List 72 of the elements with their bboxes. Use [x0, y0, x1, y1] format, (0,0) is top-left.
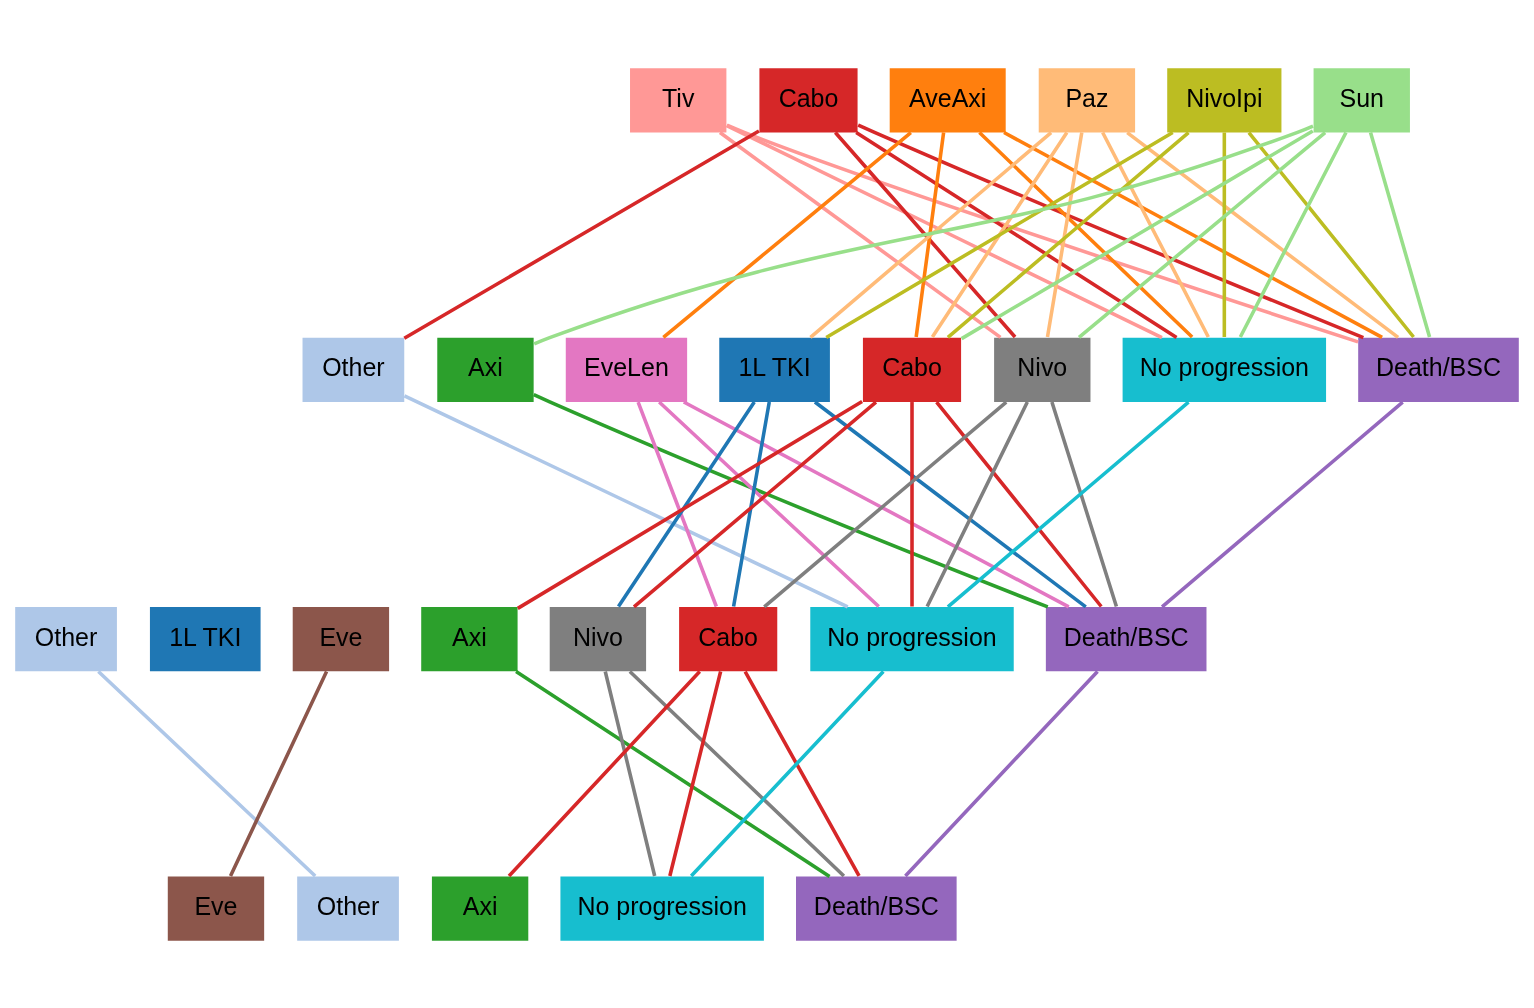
connector — [1238, 131, 1348, 338]
connector — [668, 670, 723, 876]
connector — [1247, 130, 1415, 338]
connector — [1101, 131, 1210, 338]
connector — [636, 400, 718, 607]
connector — [743, 670, 861, 877]
connector — [662, 130, 912, 339]
connector — [1126, 130, 1400, 339]
connector — [910, 401, 914, 606]
node-box: 1L TKI — [719, 337, 830, 402]
node-box: Nivo — [549, 606, 647, 671]
node-box: Cabo — [862, 337, 962, 402]
connector — [228, 670, 329, 877]
node-box: NivoIpi — [1167, 67, 1282, 132]
connector — [97, 669, 317, 877]
connector — [603, 670, 657, 876]
node-box: 1L TKI — [149, 606, 261, 671]
node-box: Axi — [421, 606, 518, 671]
node-box: No progression — [560, 876, 764, 941]
node-box: Axi — [431, 876, 529, 941]
connector — [516, 399, 863, 610]
connector — [813, 400, 1087, 608]
connector — [718, 130, 1002, 339]
node-box: Other — [297, 876, 399, 941]
node-box: Cabo — [679, 606, 778, 671]
connector — [617, 400, 756, 607]
connector — [507, 669, 702, 877]
connector — [833, 130, 1017, 338]
connector — [689, 669, 885, 877]
node-box: Paz — [1038, 67, 1136, 132]
node-box: Cabo — [759, 67, 858, 132]
connector — [628, 669, 846, 877]
connector — [533, 392, 1049, 609]
connector — [533, 123, 1314, 346]
connector — [403, 128, 760, 340]
connector — [904, 669, 1099, 877]
node-box: Tiv — [630, 67, 727, 132]
connector — [857, 122, 1364, 339]
connector — [682, 399, 1070, 608]
connector — [809, 130, 1053, 339]
node-box: Nivo — [994, 337, 1091, 402]
node-box: AveAxi — [889, 67, 1006, 132]
node-box: No progression — [810, 606, 1014, 671]
connector — [914, 131, 946, 337]
node-box: Sun — [1313, 67, 1410, 132]
connector — [1368, 131, 1432, 337]
connector — [935, 400, 1103, 608]
node-box: Eve — [167, 876, 265, 941]
connector — [925, 400, 1029, 607]
connector — [1003, 130, 1383, 339]
node-box: Other — [302, 337, 405, 402]
connector — [930, 131, 1069, 338]
connector — [1077, 130, 1327, 339]
node-box: Death/BSC — [1358, 337, 1519, 402]
connector — [763, 400, 1008, 608]
node-box: Death/BSC — [796, 876, 957, 941]
node-box: EveLen — [565, 337, 688, 402]
connector — [1222, 132, 1227, 337]
node-box: Axi — [437, 337, 534, 402]
connector — [726, 123, 1359, 344]
connector — [1160, 400, 1404, 608]
connector — [403, 393, 849, 608]
node-box: Eve — [292, 606, 390, 671]
node-box: Death/BSC — [1045, 606, 1207, 671]
connector — [515, 669, 831, 878]
connector — [946, 400, 1190, 608]
connector — [1050, 401, 1119, 607]
node-box: Other — [15, 606, 117, 671]
connector — [960, 128, 1314, 340]
connector — [731, 401, 772, 607]
node-box: No progression — [1122, 337, 1327, 402]
connector — [1045, 131, 1084, 337]
